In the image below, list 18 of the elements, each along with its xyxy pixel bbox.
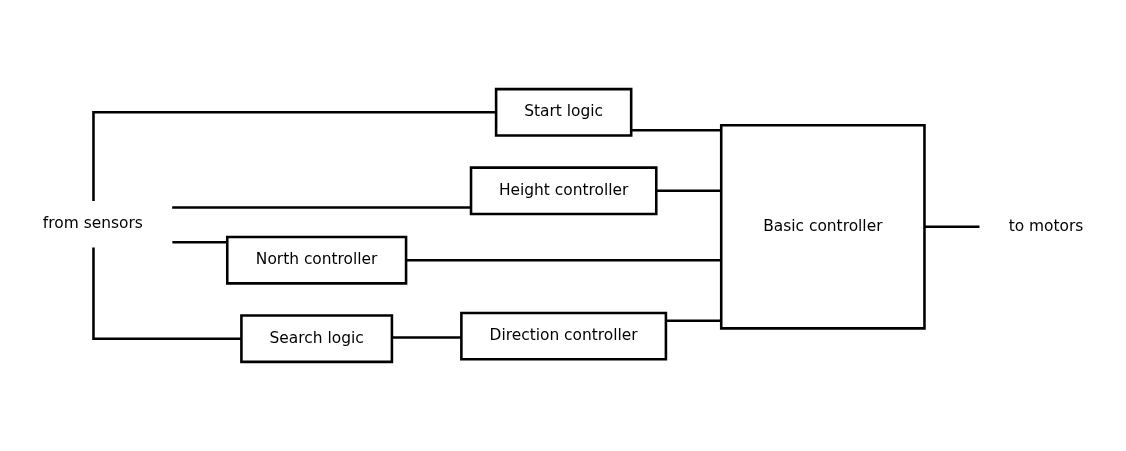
node-box: Basic controller bbox=[719, 123, 926, 330]
connector bbox=[666, 319, 722, 322]
node-box: North controller bbox=[225, 235, 408, 285]
connector bbox=[392, 336, 462, 339]
connector bbox=[172, 206, 471, 209]
connector bbox=[92, 247, 242, 340]
connector bbox=[92, 111, 496, 201]
connector bbox=[406, 258, 722, 262]
connector bbox=[924, 225, 980, 229]
node-box: Direction controller bbox=[460, 311, 668, 361]
node-text: to motors bbox=[1008, 216, 1084, 235]
connector bbox=[656, 189, 721, 193]
node-box: Start logic bbox=[494, 87, 633, 137]
node-text: from sensors bbox=[42, 214, 143, 233]
connector bbox=[631, 129, 721, 132]
connector bbox=[172, 240, 228, 244]
node-box: Search logic bbox=[240, 314, 394, 364]
node-box: Height controller bbox=[469, 166, 658, 216]
